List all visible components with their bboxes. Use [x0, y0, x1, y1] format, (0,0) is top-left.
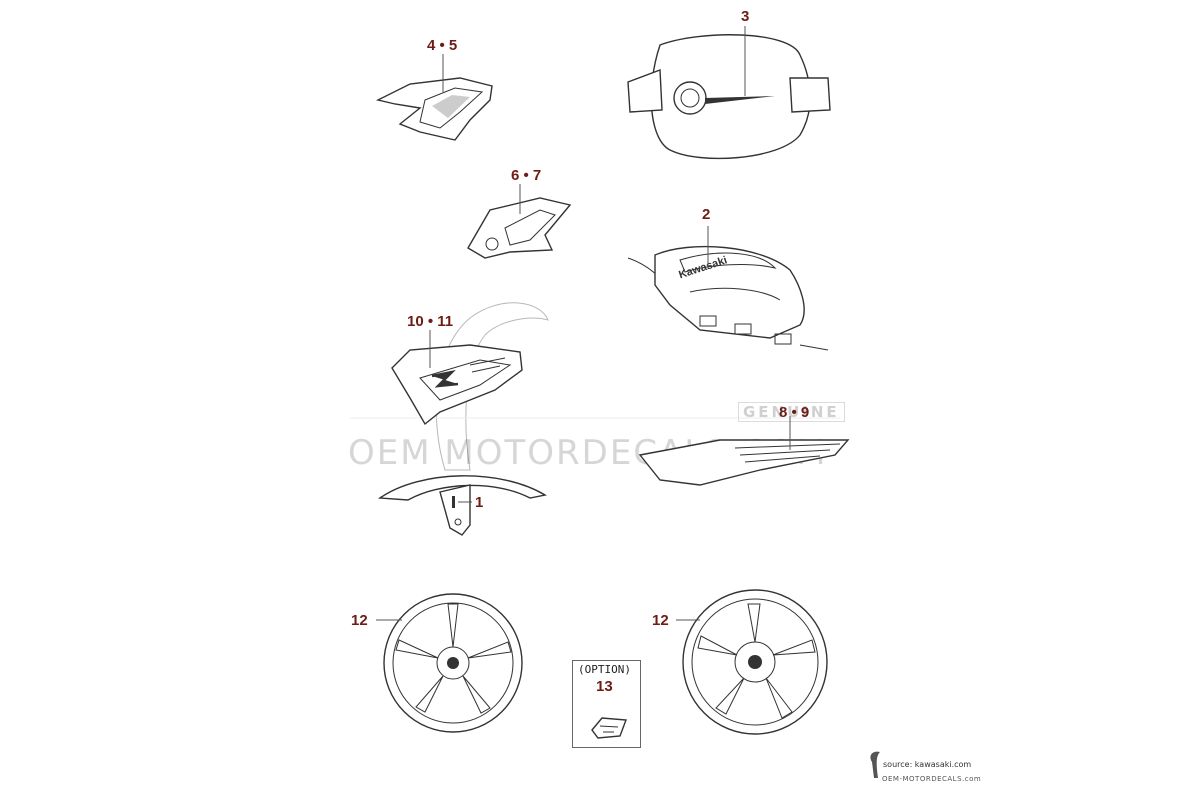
watermark-badge: GENUINE [738, 402, 845, 422]
label-6-7: 6 • 7 [511, 167, 542, 184]
label-13: 13 [596, 678, 613, 695]
source-credit: source: kawasaki.com [883, 760, 972, 769]
label-4-5: 4 • 5 [427, 37, 458, 54]
part-rear-wheel [682, 589, 828, 735]
label-8-9: 8 • 9 [779, 404, 810, 421]
part-front-wheel [383, 593, 523, 733]
part-shroud [391, 344, 523, 426]
site-logo-icon [870, 751, 880, 778]
option-text: (OPTION) [578, 663, 631, 676]
part-tail-cowl [638, 439, 850, 486]
part-fuel-tank-side: Kawasaki [627, 245, 829, 351]
label-12-front: 12 [351, 612, 368, 629]
part-front-fender [377, 475, 547, 536]
label-1: 1 [475, 494, 484, 511]
label-2: 2 [702, 206, 711, 223]
option-box [572, 660, 641, 748]
part-upper-cowl [375, 77, 493, 141]
site-credit: OEM-MOTORDECALS.com [882, 775, 982, 783]
part-side-panel [467, 197, 572, 259]
label-10-11: 10 • 11 [407, 313, 454, 330]
part-fuel-tank-top [627, 34, 831, 160]
label-12-rear: 12 [652, 612, 669, 629]
part-option-bracket [591, 717, 627, 739]
label-3: 3 [741, 8, 750, 25]
